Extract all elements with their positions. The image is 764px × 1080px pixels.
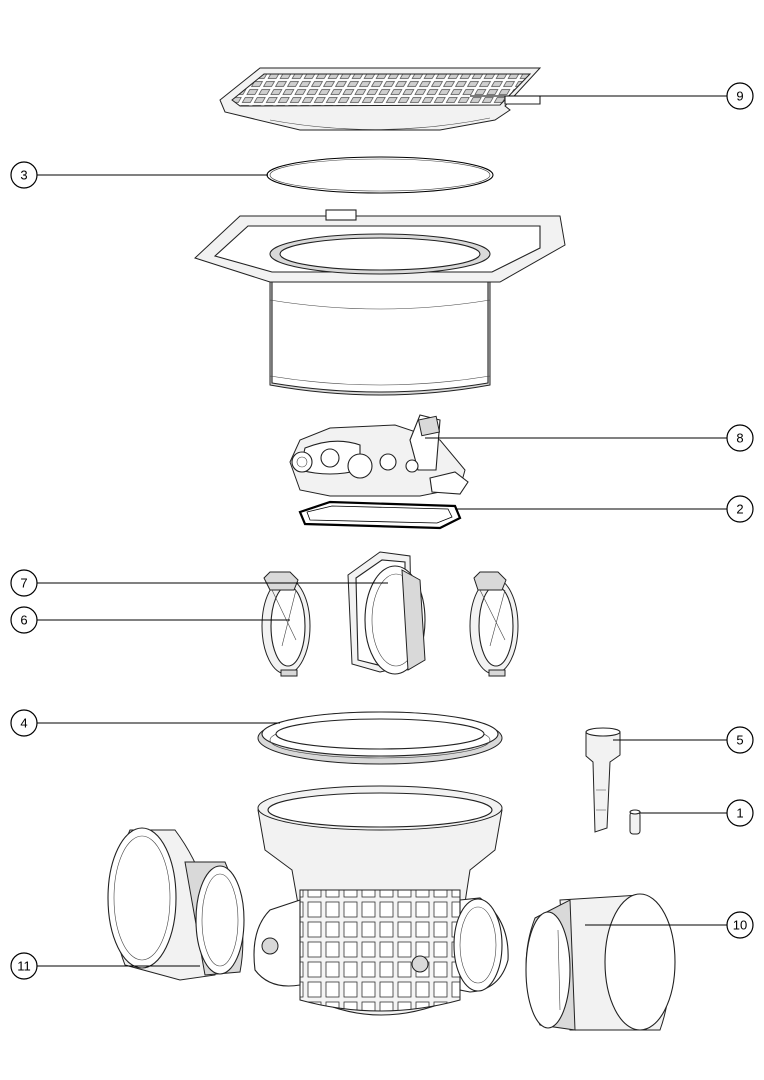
svg-text:11: 11 bbox=[17, 959, 31, 974]
center-flap-part bbox=[347, 551, 426, 675]
callout-2: 2 bbox=[726, 495, 754, 523]
callout-8: 8 bbox=[726, 424, 754, 452]
large-sealing-ring-part bbox=[257, 711, 503, 765]
svg-text:1: 1 bbox=[736, 806, 743, 821]
callout-1: 1 bbox=[726, 799, 754, 827]
frame-sleeve-part bbox=[194, 209, 566, 396]
left-coupling-part bbox=[107, 827, 245, 981]
callout-9: 9 bbox=[726, 82, 754, 110]
drain-body-part bbox=[253, 785, 509, 1016]
leader-lines bbox=[37, 95, 727, 967]
callout-4: 4 bbox=[10, 709, 38, 737]
callout-3: 3 bbox=[10, 161, 38, 189]
svg-text:3: 3 bbox=[20, 168, 27, 183]
valve-insert-part bbox=[289, 414, 469, 497]
callout-11: 11 bbox=[10, 952, 38, 980]
right-flap-ring-part bbox=[469, 571, 519, 677]
svg-text:9: 9 bbox=[736, 89, 743, 104]
grate-cover-part bbox=[219, 67, 542, 131]
o-ring-part bbox=[266, 156, 494, 194]
left-flap-ring-part bbox=[261, 571, 311, 677]
svg-text:5: 5 bbox=[736, 733, 743, 748]
callout-10: 10 bbox=[726, 911, 754, 939]
right-coupling-part bbox=[525, 893, 676, 1031]
callout-5: 5 bbox=[726, 726, 754, 754]
small-plug-part bbox=[629, 809, 641, 835]
rectangular-gasket-part bbox=[298, 500, 462, 530]
callout-6: 6 bbox=[10, 606, 38, 634]
svg-text:10: 10 bbox=[733, 918, 747, 933]
svg-text:6: 6 bbox=[20, 613, 27, 628]
callout-7: 7 bbox=[10, 569, 38, 597]
svg-text:7: 7 bbox=[20, 576, 27, 591]
callouts: 9 3 8 2 7 6 4 5 bbox=[10, 82, 754, 980]
svg-text:4: 4 bbox=[20, 716, 27, 731]
svg-text:2: 2 bbox=[736, 502, 743, 517]
tube-plug-part bbox=[585, 727, 621, 833]
svg-text:8: 8 bbox=[736, 431, 743, 446]
